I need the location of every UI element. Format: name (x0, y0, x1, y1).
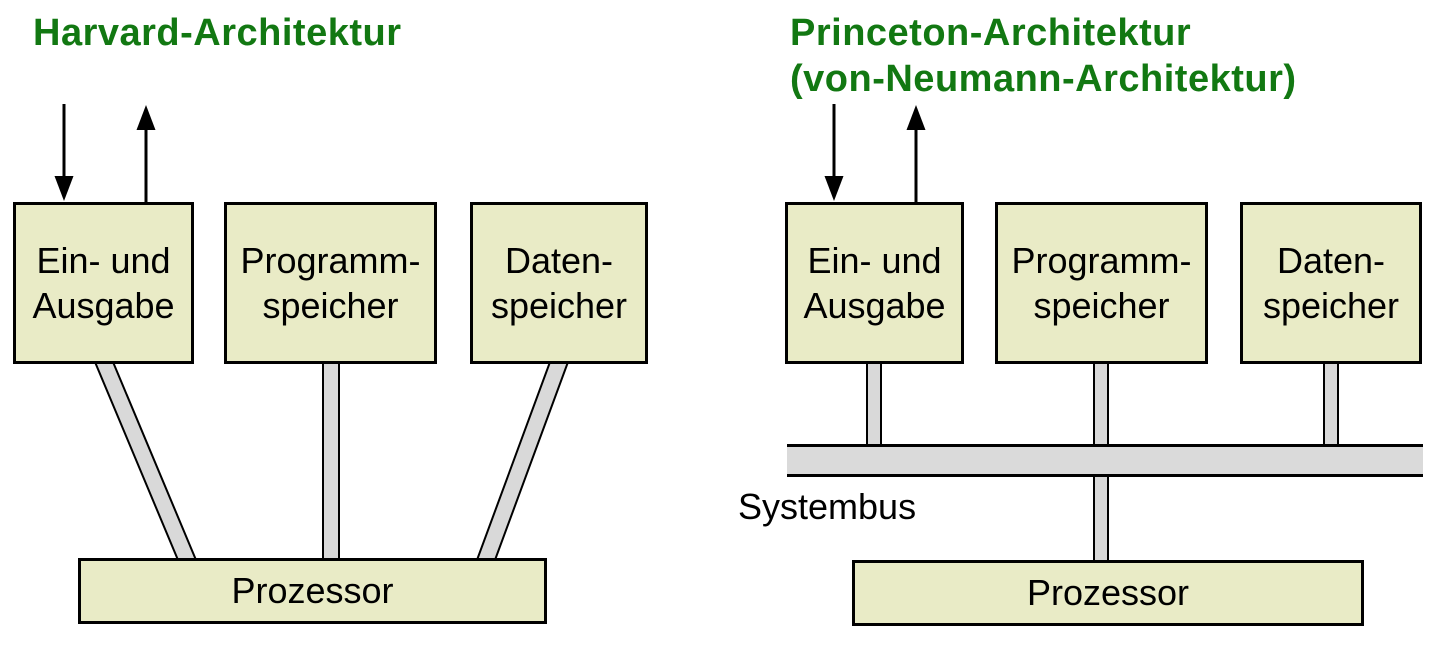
right-processor-bus-tap (1093, 474, 1109, 564)
left-diagram-title: Harvard-Architektur (33, 12, 402, 54)
box-label: Ein- und Ausgabe (803, 240, 946, 326)
right-data-bus-tap (1323, 361, 1339, 447)
system-bus (787, 444, 1423, 477)
left-data-processor-bus (475, 361, 570, 561)
arrow-down-head-icon (54, 176, 74, 201)
right-processor-box: Prozessor (852, 560, 1364, 626)
right-io-arrows (824, 104, 926, 202)
left-box-ein-und-ausgabe: Ein- und Ausgabe (13, 202, 194, 364)
arrow-up-head-icon (906, 105, 926, 130)
right-io-bus-tap (866, 361, 882, 447)
left-processor-box: Prozessor (78, 558, 547, 624)
right-box-datenspeicher: Daten- speicher (1240, 202, 1422, 364)
right-diagram-title: Princeton-Architektur (von-Neumann-Archi… (790, 12, 1297, 100)
box-label: Ein- und Ausgabe (32, 240, 175, 326)
arrow-up-head-icon (136, 105, 156, 130)
box-label: Programm- speicher (1011, 240, 1192, 326)
left-box-datenspeicher: Daten- speicher (470, 202, 648, 364)
left-io-arrows (54, 104, 156, 202)
left-connectors (93, 361, 570, 561)
left-io-processor-bus (93, 361, 198, 561)
processor-label: Prozessor (231, 570, 394, 611)
right-box-ein-und-ausgabe: Ein- und Ausgabe (785, 202, 964, 364)
box-label: Daten- speicher (1262, 240, 1400, 326)
right-box-programmspeicher: Programm- speicher (995, 202, 1208, 364)
arrow-down-head-icon (824, 176, 844, 201)
box-label: Daten- speicher (490, 240, 628, 326)
system-bus-label: Systembus (738, 486, 917, 527)
right-program-bus-tap (1093, 361, 1109, 447)
processor-label: Prozessor (1026, 572, 1190, 613)
left-box-programmspeicher: Programm- speicher (224, 202, 437, 364)
box-label: Programm- speicher (240, 240, 421, 326)
system-bus-band (787, 444, 1423, 477)
left-program-processor-bus (322, 361, 340, 561)
